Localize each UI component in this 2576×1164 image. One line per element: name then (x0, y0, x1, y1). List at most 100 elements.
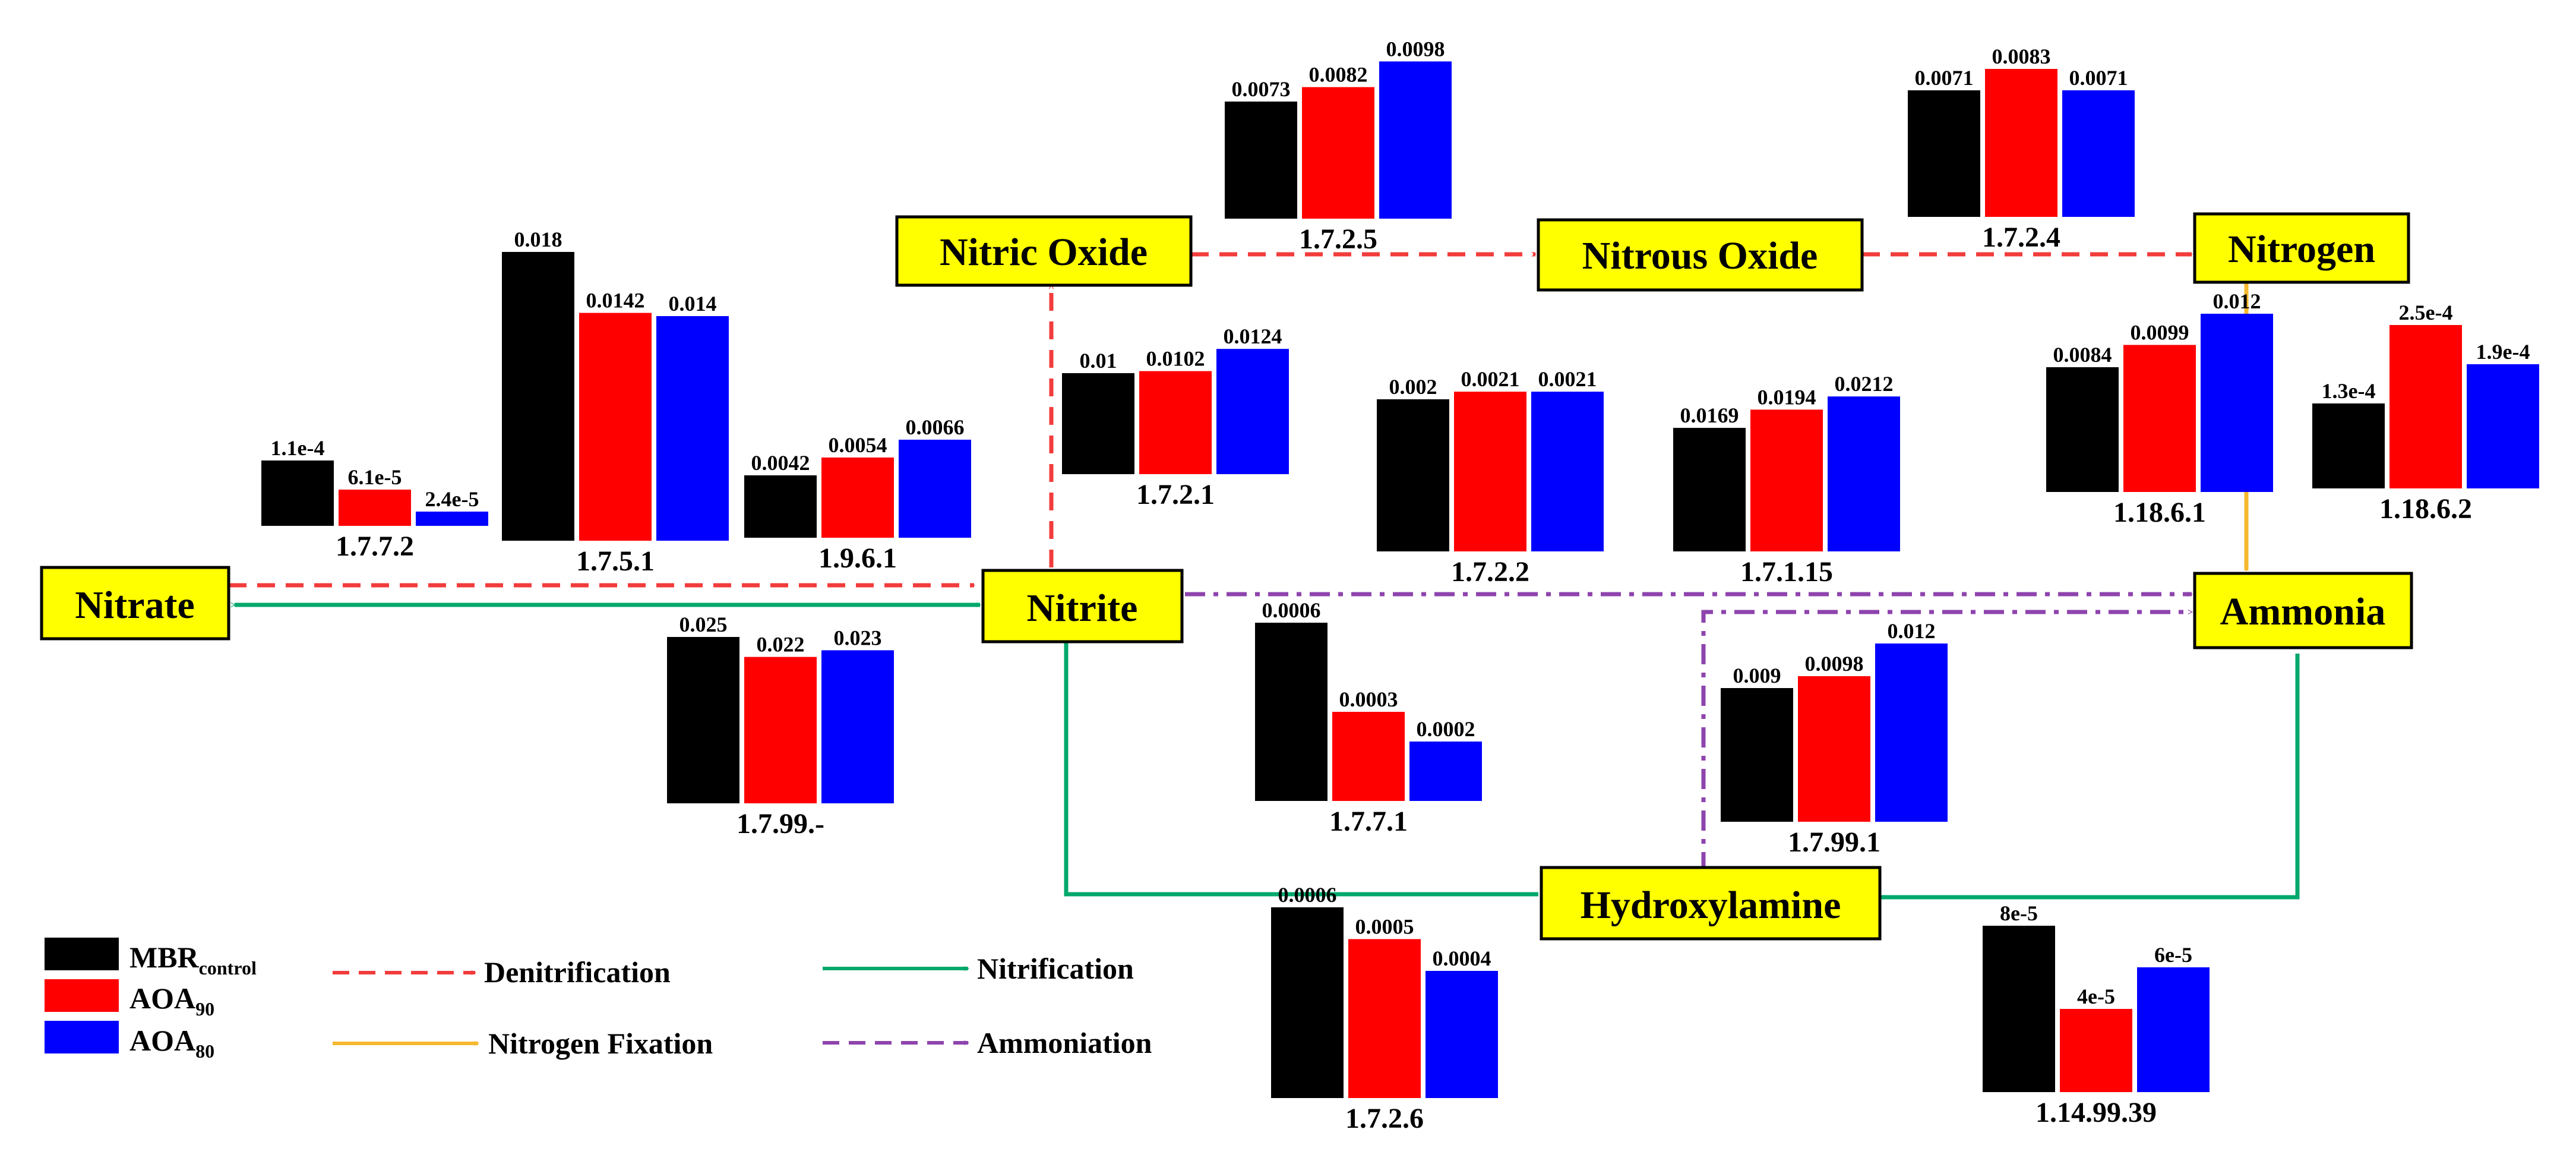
bar-1-7-7-1-mbr (1255, 623, 1327, 801)
node-hydroxylamine-label: Hydroxylamine (1581, 884, 1841, 927)
value-label-1-7-2-6-aoa90: 0.0005 (1355, 915, 1414, 939)
bar-1-7-2-6-aoa80 (1426, 971, 1498, 1098)
value-label-1-7-99-aoa90: 0.022 (757, 633, 805, 657)
node-ammonia-label: Ammonia (2220, 590, 2386, 633)
value-label-1-18-6-1-aoa80: 0.012 (2213, 289, 2261, 313)
value-label-1-14-99-39-aoa90: 4e-5 (2077, 985, 2115, 1008)
enzyme-label-1-7-2-1: 1.7.2.1 (1136, 479, 1215, 510)
value-label-1-9-6-1-aoa80: 0.0066 (906, 415, 965, 439)
bar-1-7-2-2-aoa90 (1454, 392, 1526, 551)
bar-1-7-1-15-aoa90 (1750, 409, 1823, 551)
value-label-1-18-6-2-aoa90: 2.5e-4 (2399, 301, 2453, 324)
value-label-1-7-2-2-aoa90: 0.0021 (1461, 367, 1520, 391)
node-nitric-oxide: Nitric Oxide (895, 215, 1193, 287)
enzyme-label-1-9-6-1: 1.9.6.1 (818, 542, 897, 574)
value-label-1-7-2-6-mbr: 0.0006 (1278, 883, 1337, 907)
bar-1-7-99-1-aoa80 (1875, 643, 1948, 822)
legend: MBRcontrol AOA90 AOA80 Denitrification N… (45, 938, 1152, 1062)
value-label-1-7-2-4-aoa90: 0.0083 (1992, 45, 2051, 68)
value-label-1-7-1-15-mbr: 0.0169 (1680, 403, 1739, 427)
enzyme-label-1-18-6-1: 1.18.6.1 (2113, 497, 2206, 528)
bar-1-7-2-2-aoa80 (1531, 392, 1604, 551)
enzyme-bar-charts: 1.1e-46.1e-52.4e-51.7.7.2 0.018 0.0142 0.01… (261, 37, 2539, 1134)
value-label-1-7-2-2-aoa80: 0.0021 (1538, 367, 1597, 391)
value-label-1-7-2-5-aoa90: 0.0082 (1309, 63, 1368, 87)
bar-1-7-99-aoa80 (821, 650, 894, 803)
enzyme-label-1-7-2-5: 1.7.2.5 (1299, 223, 1377, 255)
value-label-1-7-2-4-mbr: 0.0071 (1915, 66, 1974, 90)
value-label-1-7-5-1-aoa90: 0.0142 (586, 289, 645, 313)
bar-1-7-2-1-aoa90 (1139, 371, 1212, 474)
bar-1-18-6-1-mbr (2046, 367, 2119, 492)
bar-1-7-2-6-mbr (1271, 907, 1344, 1098)
enzyme-label-1-7-2-6: 1.7.2.6 (1345, 1103, 1424, 1134)
bar-1-18-6-2-mbr (2312, 403, 2385, 488)
bar-1-7-2-6-aoa90 (1348, 939, 1421, 1098)
value-label-1-7-7-2-mbr: 1.1e-4 (271, 436, 325, 460)
value-label-1-7-7-1-mbr: 0.0006 (1262, 598, 1321, 622)
node-hydroxylamine: Hydroxylamine (1540, 866, 1882, 941)
legend-series-aoa80: AOA80 (45, 1021, 214, 1062)
legend-aoa90-main: AOA (129, 982, 195, 1015)
chart-1-7-7-2: 1.1e-46.1e-52.4e-51.7.7.2 (261, 436, 488, 562)
value-label-1-7-5-1-mbr: 0.018 (514, 228, 562, 251)
legend-nitrogen-fixation-label: Nitrogen Fixation (488, 1027, 713, 1060)
bar-1-7-99-aoa90 (744, 657, 817, 803)
bar-1-7-2-5-aoa80 (1379, 61, 1452, 219)
enzyme-label-1-14-99-39: 1.14.99.39 (2035, 1097, 2157, 1128)
value-label-1-7-2-2-mbr: 0.002 (1389, 375, 1437, 399)
bar-1-7-5-1-aoa80 (656, 316, 729, 541)
value-label-1-7-7-1-aoa90: 0.0003 (1339, 687, 1398, 711)
compound-nodes: Nitrate Nitrite Nitric Oxide Nitrous Oxi… (40, 212, 2413, 941)
bar-1-14-99-39-aoa90 (2060, 1009, 2132, 1092)
legend-aoa90-sub: 90 (195, 998, 214, 1020)
legend-ammoniation-label: Ammoniation (977, 1026, 1152, 1059)
legend-mbr-main: MBR (129, 941, 200, 974)
bar-1-18-6-1-aoa80 (2201, 314, 2273, 492)
bar-1-9-6-1-mbr (744, 475, 817, 538)
node-ammonia: Ammonia (2193, 572, 2413, 649)
bar-1-7-99-1-mbr (1721, 688, 1793, 822)
arrow-ammonia-to-hydroxylamine (1879, 654, 2300, 900)
value-label-1-7-2-5-aoa80: 0.0098 (1386, 37, 1445, 61)
enzyme-label-1-18-6-2: 1.18.6.2 (2379, 493, 2472, 525)
value-label-1-7-1-15-aoa90: 0.0194 (1758, 385, 1816, 409)
value-label-1-7-99-aoa80: 0.023 (834, 626, 882, 649)
svg-text:AOA90: AOA90 (129, 982, 214, 1020)
enzyme-label-1-7-5-1: 1.7.5.1 (576, 545, 655, 577)
bar-1-7-1-15-mbr (1673, 428, 1746, 551)
arrow-hydroxylamine-to-nitrite (1063, 641, 1538, 897)
value-label-1-7-7-1-aoa80: 0.0002 (1417, 717, 1475, 741)
node-nitric-oxide-label: Nitric Oxide (940, 231, 1148, 274)
node-nitrite-label: Nitrite (1027, 586, 1138, 630)
bar-1-18-6-1-aoa90 (2123, 345, 2196, 492)
value-label-1-7-2-5-mbr: 0.0073 (1232, 77, 1291, 101)
value-label-1-14-99-39-aoa80: 6e-5 (2154, 943, 2192, 967)
bar-1-7-2-4-mbr (1908, 90, 1980, 217)
bar-1-9-6-1-aoa90 (821, 458, 894, 538)
legend-series-aoa90: AOA90 (45, 979, 214, 1020)
enzyme-label-1-7-99-1: 1.7.99.1 (1788, 827, 1880, 858)
bar-1-7-7-2-mbr (261, 460, 334, 526)
enzyme-label-1-7-7-2: 1.7.7.2 (336, 531, 414, 562)
bar-1-18-6-2-aoa80 (2467, 364, 2539, 488)
enzyme-label-1-7-2-2: 1.7.2.2 (1451, 556, 1529, 588)
value-label-1-7-1-15-aoa80: 0.0212 (1835, 372, 1894, 396)
value-label-1-7-99-1-aoa80: 0.012 (1888, 619, 1936, 643)
value-label-1-9-6-1-mbr: 0.0042 (751, 451, 810, 475)
svg-text:AOA80: AOA80 (129, 1024, 214, 1062)
svg-text:MBRcontrol: MBRcontrol (129, 941, 257, 979)
value-label-1-7-99-1-aoa90: 0.0098 (1805, 652, 1864, 676)
bar-1-7-2-4-aoa80 (2062, 90, 2135, 217)
value-label-1-7-2-4-aoa80: 0.0071 (2069, 66, 2128, 90)
